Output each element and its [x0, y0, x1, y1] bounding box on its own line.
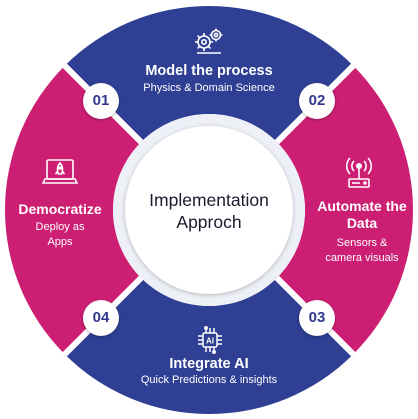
segment-left-subtitle: Deploy as Apps — [35, 221, 85, 248]
svg-text:AI: AI — [206, 337, 214, 346]
segment-top-subtitle: Physics & Domain Science — [143, 82, 275, 94]
segment-right-subtitle: Sensors & camera visuals — [325, 237, 399, 264]
antenna-sensor-icon — [346, 157, 372, 188]
segment-left-title: Democratize — [18, 201, 102, 217]
step-badge-02: 02 — [299, 83, 335, 119]
step-badge-04: 04 — [83, 300, 119, 336]
segment-bottom-title: Integrate AI — [169, 356, 249, 372]
step-badge-03: 03 — [299, 300, 335, 336]
center-disc — [125, 126, 293, 294]
segment-top-title: Model the process — [145, 63, 273, 79]
center-label-line2: Approch — [176, 212, 242, 232]
segment-right-title: Automate the Data — [317, 198, 407, 231]
segment-bottom-subtitle: Quick Predictions & insights — [140, 374, 278, 386]
ai-chip-icon: AI — [198, 326, 222, 354]
segment-right — [276, 65, 414, 355]
gears-icon — [195, 28, 223, 54]
center-label-line1: Implementation — [149, 190, 269, 210]
center-label: Implementation Approch — [129, 189, 289, 233]
segment-top — [64, 5, 354, 143]
step-badge-01: 01 — [83, 83, 119, 119]
laptop-rocket-icon — [42, 159, 78, 184]
segment-left — [4, 65, 142, 355]
segment-bottom — [64, 277, 354, 415]
